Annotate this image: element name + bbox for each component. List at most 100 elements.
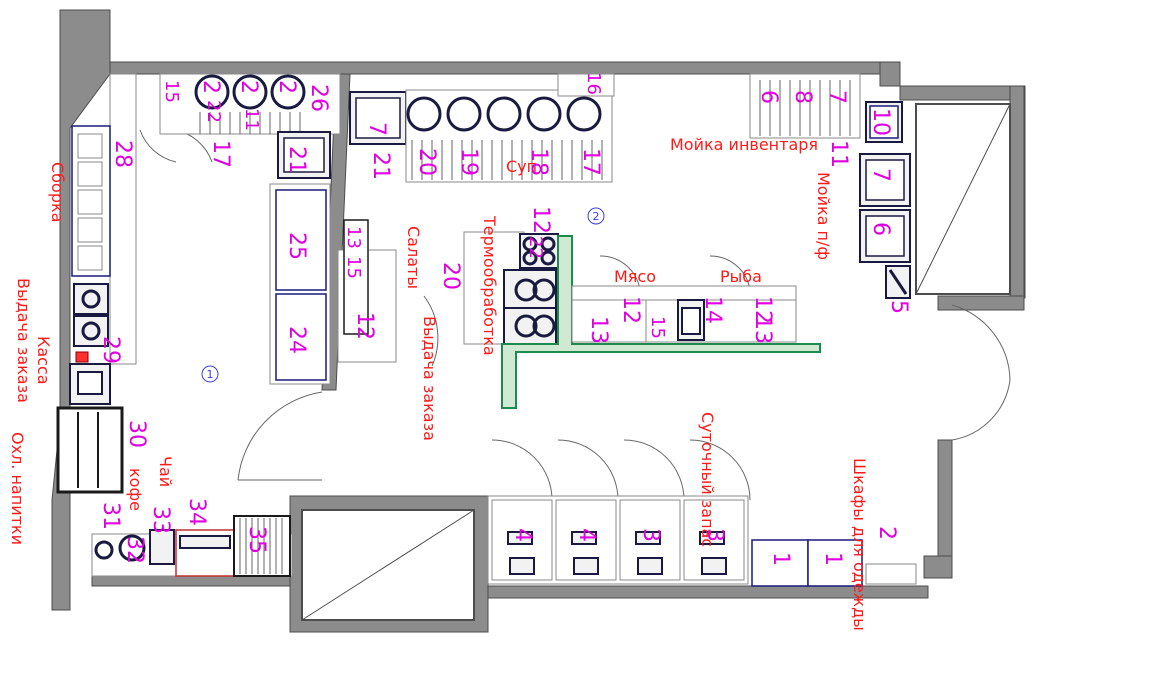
eq-num: 30 <box>124 420 149 448</box>
eq-num: 1 <box>768 552 793 566</box>
eq-num: 10 <box>868 108 893 136</box>
soup-line <box>349 73 615 183</box>
eq-num: 19 <box>456 148 481 176</box>
eq-num: 18 <box>526 148 551 176</box>
label-vydacha-zakaza-left: Выдача заказа <box>14 278 33 403</box>
eq-num: 20 <box>438 262 463 290</box>
label-moyka-pf: Мойка п/ф <box>814 172 833 260</box>
pos-terminal-1 <box>73 283 109 315</box>
eq-num: 12 <box>750 296 775 324</box>
eq-num: 3 <box>638 528 663 542</box>
label-salaty: Салаты <box>404 226 423 289</box>
zone-markers: 1 2 <box>201 207 605 383</box>
eq-num: 13 <box>750 316 775 344</box>
eq-num: 5 <box>886 300 911 314</box>
equipment-numbers: 15 2 2 2 26 22 11 17 21 28 7 21 20 19 18… <box>98 72 911 566</box>
top-left-equipment <box>159 73 397 385</box>
label-myaso: Мясо <box>614 267 656 286</box>
eq-num: 29 <box>98 336 123 364</box>
wall-top <box>109 61 901 75</box>
eq-num: 12 <box>352 312 377 340</box>
rack-35 <box>233 515 291 577</box>
eq-num: 4 <box>510 528 535 542</box>
label-moyka-inventarya: Мойка инвентаря <box>670 135 818 154</box>
eq-num: 2 <box>198 80 223 94</box>
door-sborka <box>139 129 177 163</box>
doors <box>139 129 1011 501</box>
eq-num: 28 <box>110 140 135 168</box>
eq-num: 7 <box>868 168 893 182</box>
wall-right-lower <box>937 439 953 571</box>
label-shkafy: Шкафы для одежды <box>850 458 869 631</box>
eq-num: 15 <box>647 316 668 339</box>
eq-num: 22 <box>203 100 224 123</box>
eq-num: 21 <box>368 152 393 180</box>
eq-num: 31 <box>98 502 123 530</box>
door-center <box>237 391 323 481</box>
eq-num: 6 <box>756 90 781 104</box>
eq-num: 7 <box>364 122 389 136</box>
eq-num: 8 <box>790 90 815 104</box>
washing-area <box>749 73 911 299</box>
wall-bottom-left <box>91 575 293 587</box>
room-labels: Сборка Выдача заказа Касса Охл. напитки … <box>8 135 869 631</box>
label-chay: Чай <box>156 456 175 487</box>
daily-storage <box>487 495 917 587</box>
wall-bottom-right <box>923 555 953 579</box>
eq-num: 25 <box>284 232 309 260</box>
label-sborka: Сборка <box>48 162 67 222</box>
eq-num: 21 <box>284 146 309 174</box>
eq-num: 16 <box>583 72 604 95</box>
eq-num: 2 <box>874 526 899 540</box>
eq-num: 17 <box>578 148 603 176</box>
label-ohl-napitki: Охл. напитки <box>8 432 27 545</box>
eq-num: 11 <box>241 108 262 131</box>
eq-num: 32 <box>122 536 147 564</box>
label-ryba: Рыба <box>720 267 762 286</box>
wall-right <box>1009 85 1025 299</box>
door-right-lower <box>951 379 1011 441</box>
eq-num: 34 <box>184 498 209 526</box>
table-25 <box>275 189 327 291</box>
eq-num: 33 <box>148 506 173 534</box>
eq-num: 20 <box>414 148 439 176</box>
eq-num: 3 <box>702 528 727 542</box>
label-sup: Суп <box>506 157 537 176</box>
eq-num: 35 <box>244 526 269 554</box>
pos-terminal-2 <box>73 315 109 347</box>
label-sutochny-zapas: Суточный запас <box>698 412 717 547</box>
label-termoobrabotka: Термообработка <box>480 215 499 356</box>
prep-tables <box>571 285 797 343</box>
eq-num: 24 <box>284 326 309 354</box>
counter-sborka <box>109 73 137 365</box>
table-24 <box>275 293 327 381</box>
zone-marker-2 <box>587 207 605 225</box>
eq-num: 22 <box>525 236 546 259</box>
eq-num: 26 <box>306 84 331 112</box>
eq-num: 4 <box>574 528 599 542</box>
locker-1a <box>751 539 809 587</box>
thermal-processing <box>463 231 821 409</box>
eq-num: 2 <box>236 80 261 94</box>
zone-marker-1 <box>201 365 219 383</box>
eq-num: 6 <box>868 222 893 236</box>
zone-2-label: 2 <box>593 210 600 223</box>
eq-num: 1 <box>820 552 845 566</box>
walls <box>51 9 1026 633</box>
eq-num: 12 <box>528 206 553 234</box>
door-right-upper <box>951 304 1011 381</box>
eq-num: 13 <box>586 316 611 344</box>
eq-num: 2 <box>274 80 299 94</box>
label-kassa: Касса <box>34 336 53 385</box>
eq-num: 13 <box>343 226 364 249</box>
drinks-fridge <box>56 406 124 494</box>
left-service-line <box>56 73 293 577</box>
locker-1b <box>807 539 863 587</box>
eq-num: 15 <box>343 256 364 279</box>
eq-num: 11 <box>826 140 851 168</box>
eq-num: 14 <box>700 296 725 324</box>
eq-num: 12 <box>618 296 643 324</box>
label-kofe: кофе <box>126 468 145 511</box>
label-vydacha-zakaza-center: Выдача заказа <box>420 316 439 441</box>
